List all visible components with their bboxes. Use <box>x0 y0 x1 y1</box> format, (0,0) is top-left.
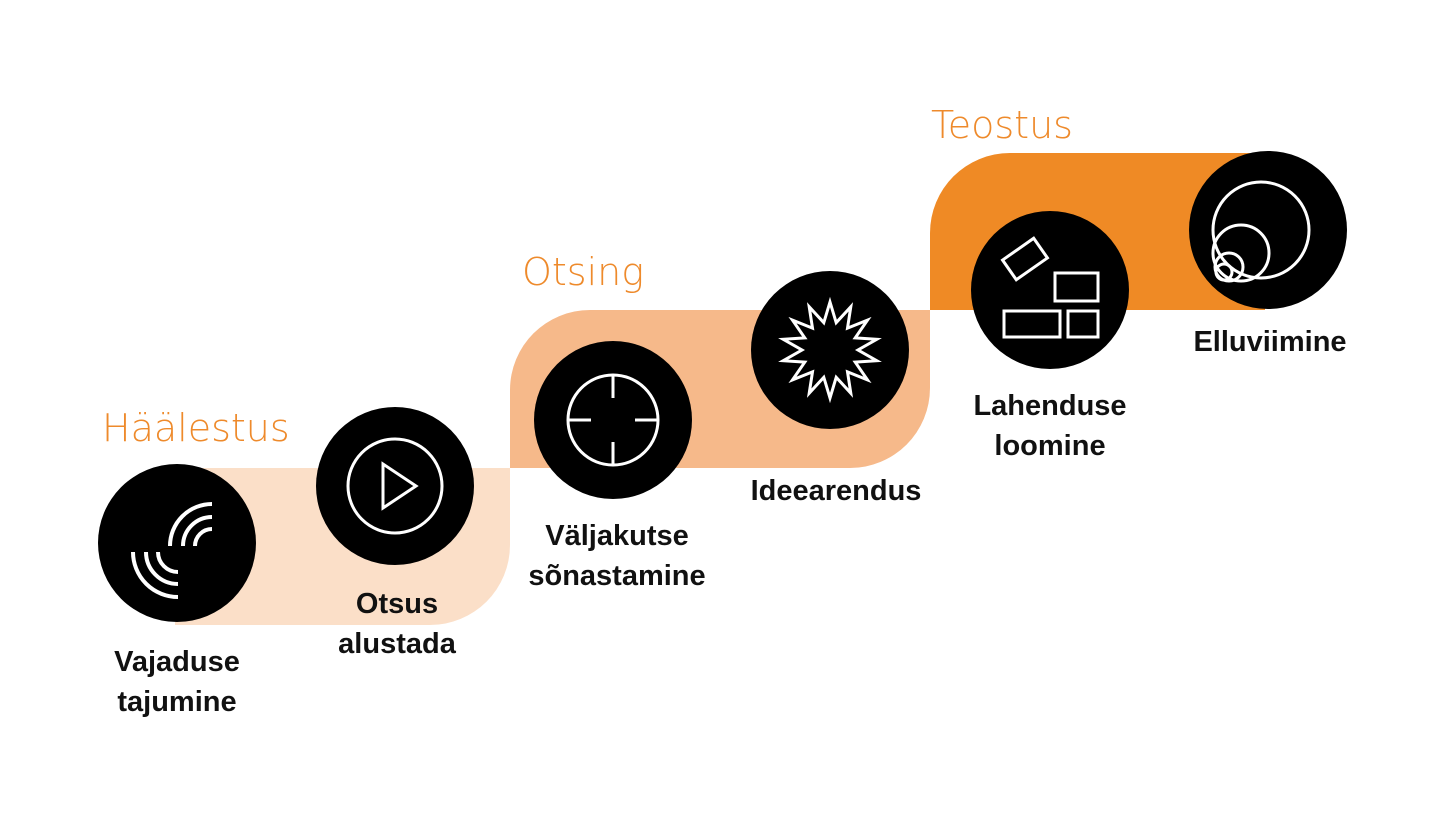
step-label-line: Otsus <box>355 588 439 620</box>
step-icon-otsus-alustada <box>316 407 474 565</box>
step-label-line: Lahenduse <box>973 390 1127 422</box>
step-label-line: Elluviimine <box>1193 326 1347 358</box>
nested-circles-icon <box>1211 180 1311 283</box>
step-icon-elluviimine <box>1189 151 1347 309</box>
step-label-vajaduse-tajumine: Vajaduse tajumine <box>114 642 240 722</box>
step-label-valjakutse-sonastamine: Väljakutse sõnastamine <box>528 516 705 596</box>
step-label-line: Väljakutse <box>545 520 689 552</box>
step-label-line: loomine <box>994 430 1106 462</box>
step-label-line: Ideearendus <box>750 475 922 507</box>
step-label-lahenduse-loomine: Lahenduse loomine <box>973 386 1126 466</box>
building-blocks-icon <box>1000 236 1100 339</box>
play-icon <box>346 437 444 535</box>
step-icon-vajaduse-tajumine <box>98 464 256 622</box>
phase-title-teostus: Teostus <box>931 103 1073 147</box>
step-label-line: Vajaduse <box>114 646 240 678</box>
step-label-otsus-alustada: Otsus alustada <box>338 584 456 664</box>
starburst-icon <box>778 296 882 404</box>
step-label-line: sõnastamine <box>528 560 706 592</box>
step-icon-valjakutse-sonastamine <box>534 341 692 499</box>
signal-waves-icon <box>131 502 213 599</box>
phase-title-haalestus: Häälestus <box>102 406 290 450</box>
step-label-elluviimine: Elluviimine <box>1193 322 1346 362</box>
step-label-ideearendus: Ideearendus <box>751 471 922 511</box>
step-label-line: tajumine <box>117 686 237 718</box>
phase-title-otsing: Otsing <box>522 250 645 294</box>
step-label-line: alustada <box>338 628 456 660</box>
crosshair-icon <box>566 373 660 467</box>
step-icon-ideearendus <box>751 271 909 429</box>
step-icon-lahenduse-loomine <box>971 211 1129 369</box>
